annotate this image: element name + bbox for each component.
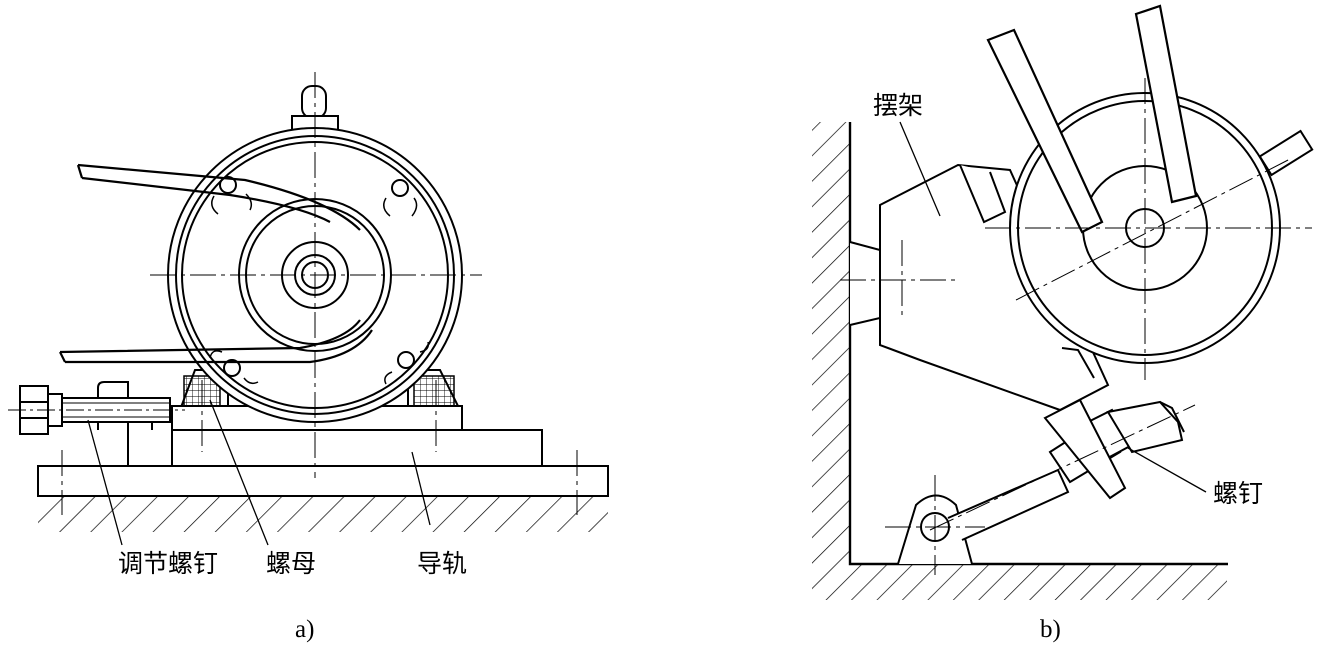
caption-a: a) — [295, 616, 315, 643]
label-nut: 螺母 — [266, 549, 317, 578]
wall-hatch-b — [812, 122, 850, 564]
leader-lines-b — [899, 121, 1207, 493]
tension-screw-assembly — [947, 398, 1185, 541]
base-plate — [37, 465, 609, 497]
guide-rail-block — [171, 429, 543, 467]
floor-hatch-b — [812, 564, 1227, 600]
label-adjust-screw: 调节螺钉 — [118, 549, 219, 578]
adjusting-screw-assembly — [8, 381, 185, 466]
caption-b: b) — [1040, 616, 1061, 643]
figure-a-drawing — [8, 72, 609, 546]
center-lines-b — [840, 78, 1312, 575]
figure-b-drawing — [812, 4, 1314, 600]
label-screw: 螺钉 — [1213, 479, 1264, 508]
label-swing-frame: 摆架 — [873, 91, 924, 120]
ground-hatch-a — [38, 496, 608, 532]
swing-frame — [879, 163, 1110, 412]
belt-a — [59, 163, 373, 364]
belt-b — [986, 4, 1198, 234]
leader-lines-a — [87, 399, 431, 546]
label-guide-rail: 导轨 — [417, 549, 468, 578]
center-lines-a — [61, 72, 578, 515]
